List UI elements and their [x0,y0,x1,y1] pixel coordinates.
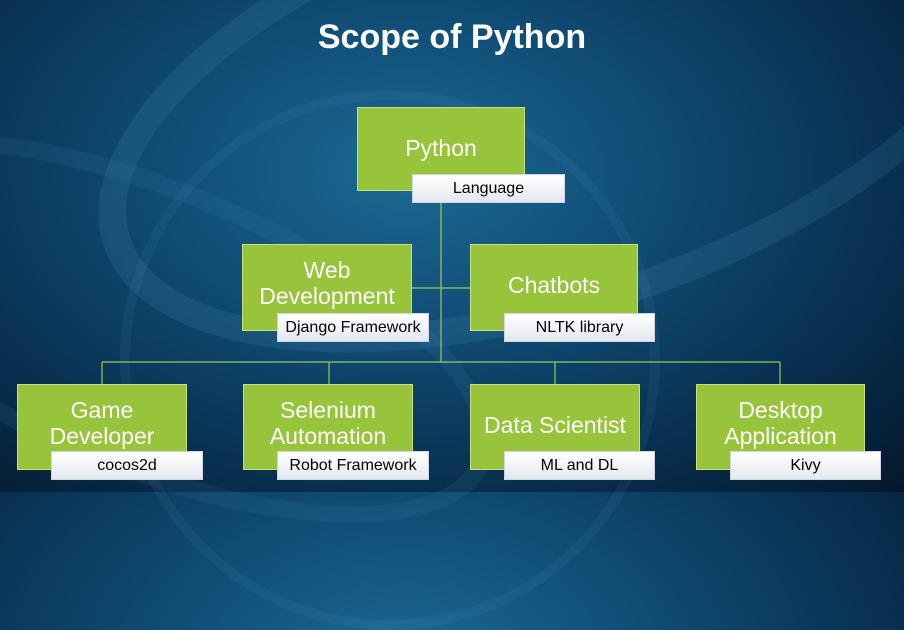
sublabel-python: Language [412,174,565,203]
sublabel-chatbots: NLTK library [504,313,655,342]
node-label: Chatbots [507,272,601,298]
node-label: Python [405,135,477,161]
sublabel-selenium-automation: Robot Framework [277,451,429,480]
sublabel-data-scientist: ML and DL [504,451,655,480]
node-label: Data Scientist [484,412,626,438]
node-label: Selenium Automation [269,397,387,449]
sublabel-web-development: Django Framework [277,313,429,342]
node-label: Desktop Application [724,397,837,449]
connector-lines [101,201,781,384]
sublabel-game-developer: cocos2d [51,451,203,480]
sublabel-desktop-application: Kivy [730,451,881,480]
node-label: Game Developer [49,397,155,449]
node-label: Web Development [259,257,395,309]
slide-title: Scope of Python [317,18,587,56]
